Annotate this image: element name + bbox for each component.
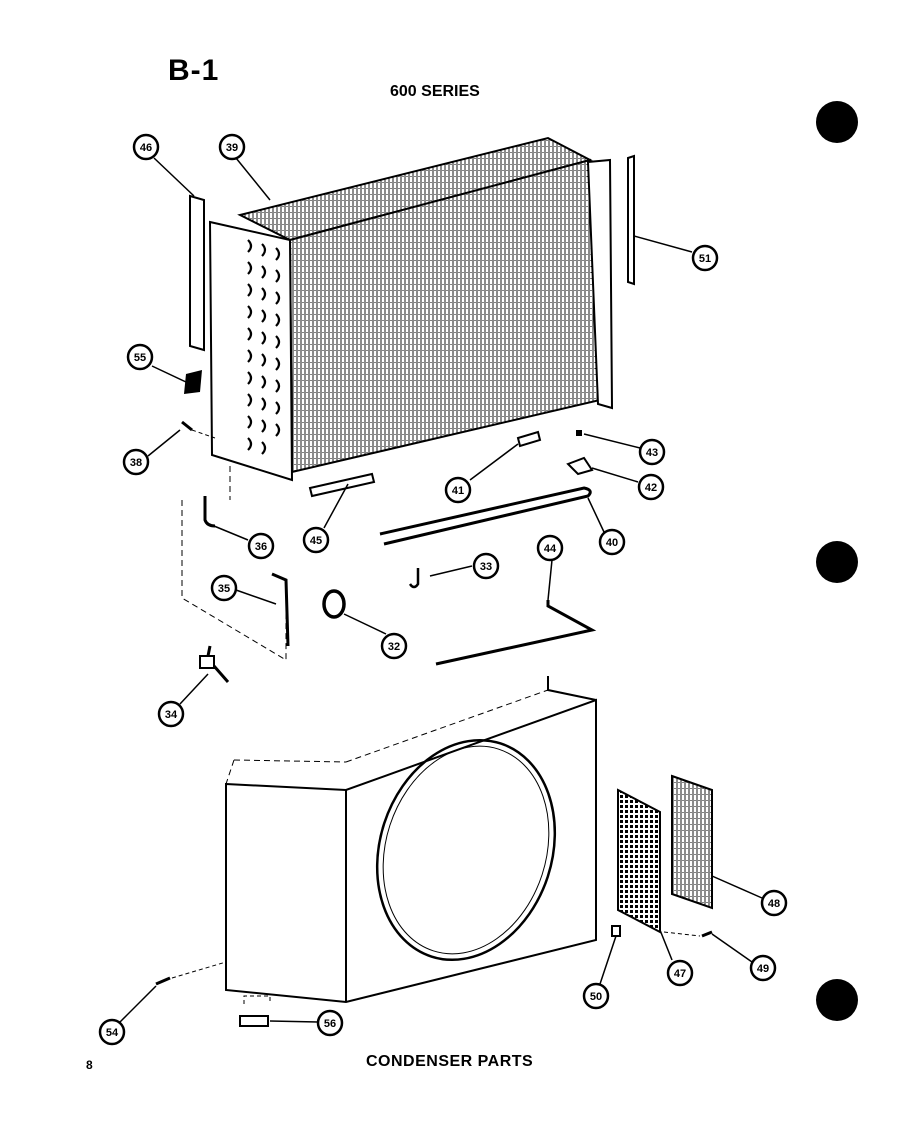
part-43-nut	[576, 430, 582, 436]
svg-text:51: 51	[699, 253, 711, 265]
binder-hole-middle	[816, 541, 858, 583]
part-41-clip	[516, 430, 542, 448]
part-33-hook	[408, 568, 420, 589]
coil-hairpins	[247, 239, 281, 455]
part-54-screw	[155, 976, 171, 986]
part-45-strip	[308, 472, 376, 498]
svg-text:40: 40	[606, 537, 618, 549]
callout-51: 51	[691, 244, 719, 272]
callout-39: 39	[218, 133, 246, 161]
svg-text:47: 47	[674, 968, 686, 980]
callout-43: 43	[638, 438, 666, 466]
svg-text:55: 55	[134, 352, 146, 364]
callout-55: 55	[126, 343, 154, 371]
svg-text:48: 48	[768, 898, 780, 910]
callout-35: 35	[210, 574, 238, 602]
svg-text:42: 42	[645, 482, 657, 494]
part-46-bracket	[189, 194, 205, 352]
callout-42: 42	[637, 473, 665, 501]
callout-32: 32	[380, 632, 408, 660]
svg-text:36: 36	[255, 541, 267, 553]
part-34-valve	[199, 645, 230, 683]
svg-text:35: 35	[218, 583, 230, 595]
svg-text:50: 50	[590, 991, 602, 1003]
callout-56: 56	[316, 1009, 344, 1037]
part-40-rod	[379, 486, 592, 546]
part-49-screw	[701, 930, 713, 938]
series-title: 600 SERIES	[390, 83, 480, 100]
part-32-grommet	[322, 589, 346, 619]
binder-hole-bottom	[816, 979, 858, 1021]
svg-text:44: 44	[544, 543, 557, 555]
callout-44: 44	[536, 534, 564, 562]
condenser-coil	[208, 136, 614, 482]
diagram-code: B-1	[168, 54, 220, 87]
part-48-panel	[671, 774, 713, 910]
svg-text:45: 45	[310, 535, 322, 547]
svg-text:33: 33	[480, 561, 492, 573]
part-50-clip	[611, 925, 621, 937]
callout-45: 45	[302, 526, 330, 554]
svg-text:49: 49	[757, 963, 769, 975]
part-38-screw	[181, 420, 193, 432]
svg-text:34: 34	[165, 709, 178, 721]
part-36-tube	[203, 496, 216, 528]
callout-leaders	[119, 157, 763, 1023]
callout-47: 47	[666, 959, 694, 987]
svg-text:54: 54	[106, 1027, 119, 1039]
part-47-filter	[617, 788, 661, 934]
callout-48: 48	[760, 889, 788, 917]
part-42-clip	[566, 456, 594, 476]
binder-hole-top	[816, 101, 858, 143]
callout-33: 33	[472, 552, 500, 580]
callout-balloons: 46 39 51 55 38 43 42 41 40 45 36 44 33 3…	[98, 133, 788, 1046]
svg-text:32: 32	[388, 641, 400, 653]
diagram-caption: CONDENSER PARTS	[366, 1053, 534, 1070]
svg-text:56: 56	[324, 1018, 336, 1030]
part-55-plate	[184, 370, 202, 394]
callout-40: 40	[598, 528, 626, 556]
svg-text:46: 46	[140, 142, 152, 154]
page-number: 8	[86, 1058, 93, 1072]
callout-50: 50	[582, 982, 610, 1010]
fan-orifice	[375, 738, 557, 962]
callout-41: 41	[444, 476, 472, 504]
svg-text:43: 43	[646, 447, 658, 459]
svg-text:39: 39	[226, 142, 238, 154]
callout-38: 38	[122, 448, 150, 476]
part-56-block	[239, 1015, 269, 1027]
callout-49: 49	[749, 954, 777, 982]
condenser-shroud	[225, 676, 597, 1004]
callout-34: 34	[157, 700, 185, 728]
part-51-strip	[627, 154, 635, 286]
callout-46: 46	[132, 133, 160, 161]
svg-text:41: 41	[452, 485, 464, 497]
svg-text:38: 38	[130, 457, 142, 469]
callout-54: 54	[98, 1018, 126, 1046]
callout-36: 36	[247, 532, 275, 560]
part-44-angle	[435, 600, 597, 666]
part-35-bulb	[271, 572, 290, 647]
